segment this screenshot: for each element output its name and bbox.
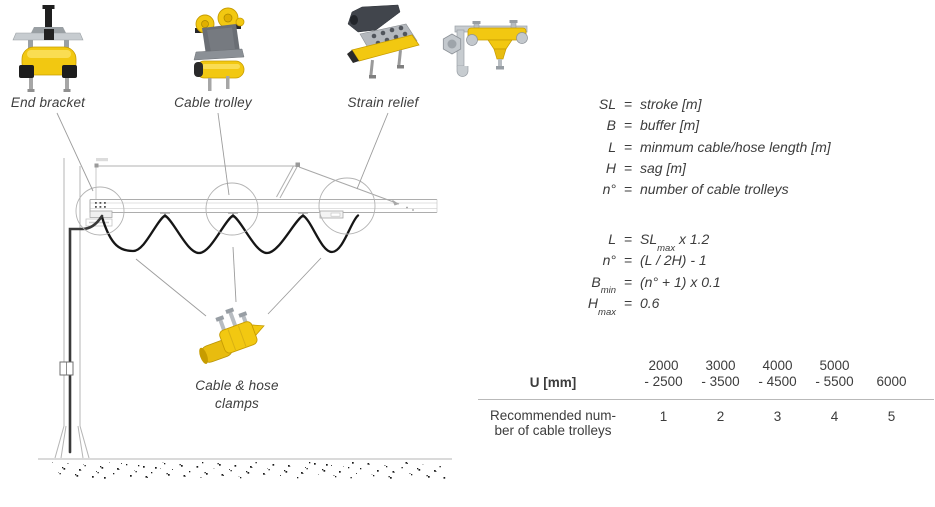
table-cell: 4 xyxy=(830,409,839,424)
definition-term: B xyxy=(606,117,616,134)
table-header-row: U [mm] 2000- 2500 3000- 3500 4000- 4500 … xyxy=(478,358,934,400)
table-corner-header: U [mm] xyxy=(529,375,577,390)
formula-row: n°=(L / 2H) - 1 xyxy=(602,252,707,269)
table-cell: 3 xyxy=(773,409,782,424)
trolley-count-table: U [mm] 2000- 2500 3000- 3500 4000- 4500 … xyxy=(478,358,934,438)
clamps-label-line1: Cable & hose xyxy=(195,378,279,393)
cable-hose-clamp-image xyxy=(199,307,265,364)
formula-row: L=SLmax x 1.2 xyxy=(608,231,710,254)
definition-desc: minmum cable/hose length [m] xyxy=(640,138,831,155)
symbol-definitions: SL=stroke [m] B=buffer [m] L=minmum cabl… xyxy=(548,94,831,200)
ground xyxy=(38,458,452,479)
table-cell: 5 xyxy=(887,409,896,424)
junction-box xyxy=(59,361,74,376)
definition-row: H=sag [m] xyxy=(548,158,831,179)
drop-cable xyxy=(68,214,104,454)
table-cell: 1 xyxy=(659,409,668,424)
support-pole xyxy=(54,158,90,459)
table-cell: 2 xyxy=(716,409,725,424)
strain-relief-label: Strain relief xyxy=(347,95,419,110)
table-col-header: 3000- 3500 xyxy=(701,358,740,389)
ground-stipple xyxy=(52,462,446,479)
definition-row: B=buffer [m] xyxy=(548,115,831,136)
definition-term: SL xyxy=(598,96,616,112)
definition-desc: buffer [m] xyxy=(640,117,700,134)
table-row-label: Recommended num-ber of cable trolleys xyxy=(489,408,617,438)
strain-relief-image xyxy=(347,4,420,79)
formula-row: Bmin=(n° + 1) x 0.1 xyxy=(591,273,721,297)
definition-desc: sag [m] xyxy=(640,159,686,176)
end-bracket-symbol xyxy=(85,202,113,227)
definition-term: L xyxy=(608,138,616,155)
definition-term: H xyxy=(605,159,616,176)
definition-desc: number of cable trolleys xyxy=(640,181,789,198)
definition-row: SL=stroke [m] xyxy=(548,94,831,115)
table-col-header: 2000- 2500 xyxy=(644,358,683,389)
strain-relief-symbol xyxy=(319,210,344,219)
definition-row: n°=number of cable trolleys xyxy=(548,179,831,200)
trolley-marks xyxy=(160,212,308,218)
definition-term: n° xyxy=(602,181,616,198)
cable-trolley-label: Cable trolley xyxy=(174,95,252,110)
table-col-header: 4000- 4500 xyxy=(758,358,797,389)
rail-beam xyxy=(89,199,438,213)
table-col-header: 6000 xyxy=(876,374,907,389)
clamps-label-line2: clamps xyxy=(215,396,259,411)
end-bracket-image xyxy=(12,5,84,92)
festoon-cable xyxy=(100,214,360,255)
formula-row: Hmax=0.6 xyxy=(587,294,660,318)
highlight-circles xyxy=(75,177,376,236)
cable-hose-clamps-label: Cable & hose clamps xyxy=(177,377,297,413)
tow-bracket-image xyxy=(442,20,528,77)
tie-rod xyxy=(94,158,414,211)
end-bracket-label: End bracket xyxy=(10,95,86,110)
leader-lines xyxy=(56,112,389,317)
formula-block: L=SLmax x 1.2 n°=(L / 2H) - 1 Bmin=(n° +… xyxy=(548,229,721,318)
table-data-row: Recommended num-ber of cable trolleys 1 … xyxy=(478,400,934,438)
definition-row: L=minmum cable/hose length [m] xyxy=(548,137,831,158)
definition-desc: stroke [m] xyxy=(640,96,702,112)
cable-trolley-image xyxy=(193,7,245,91)
table-col-header: 5000- 5500 xyxy=(815,358,854,389)
